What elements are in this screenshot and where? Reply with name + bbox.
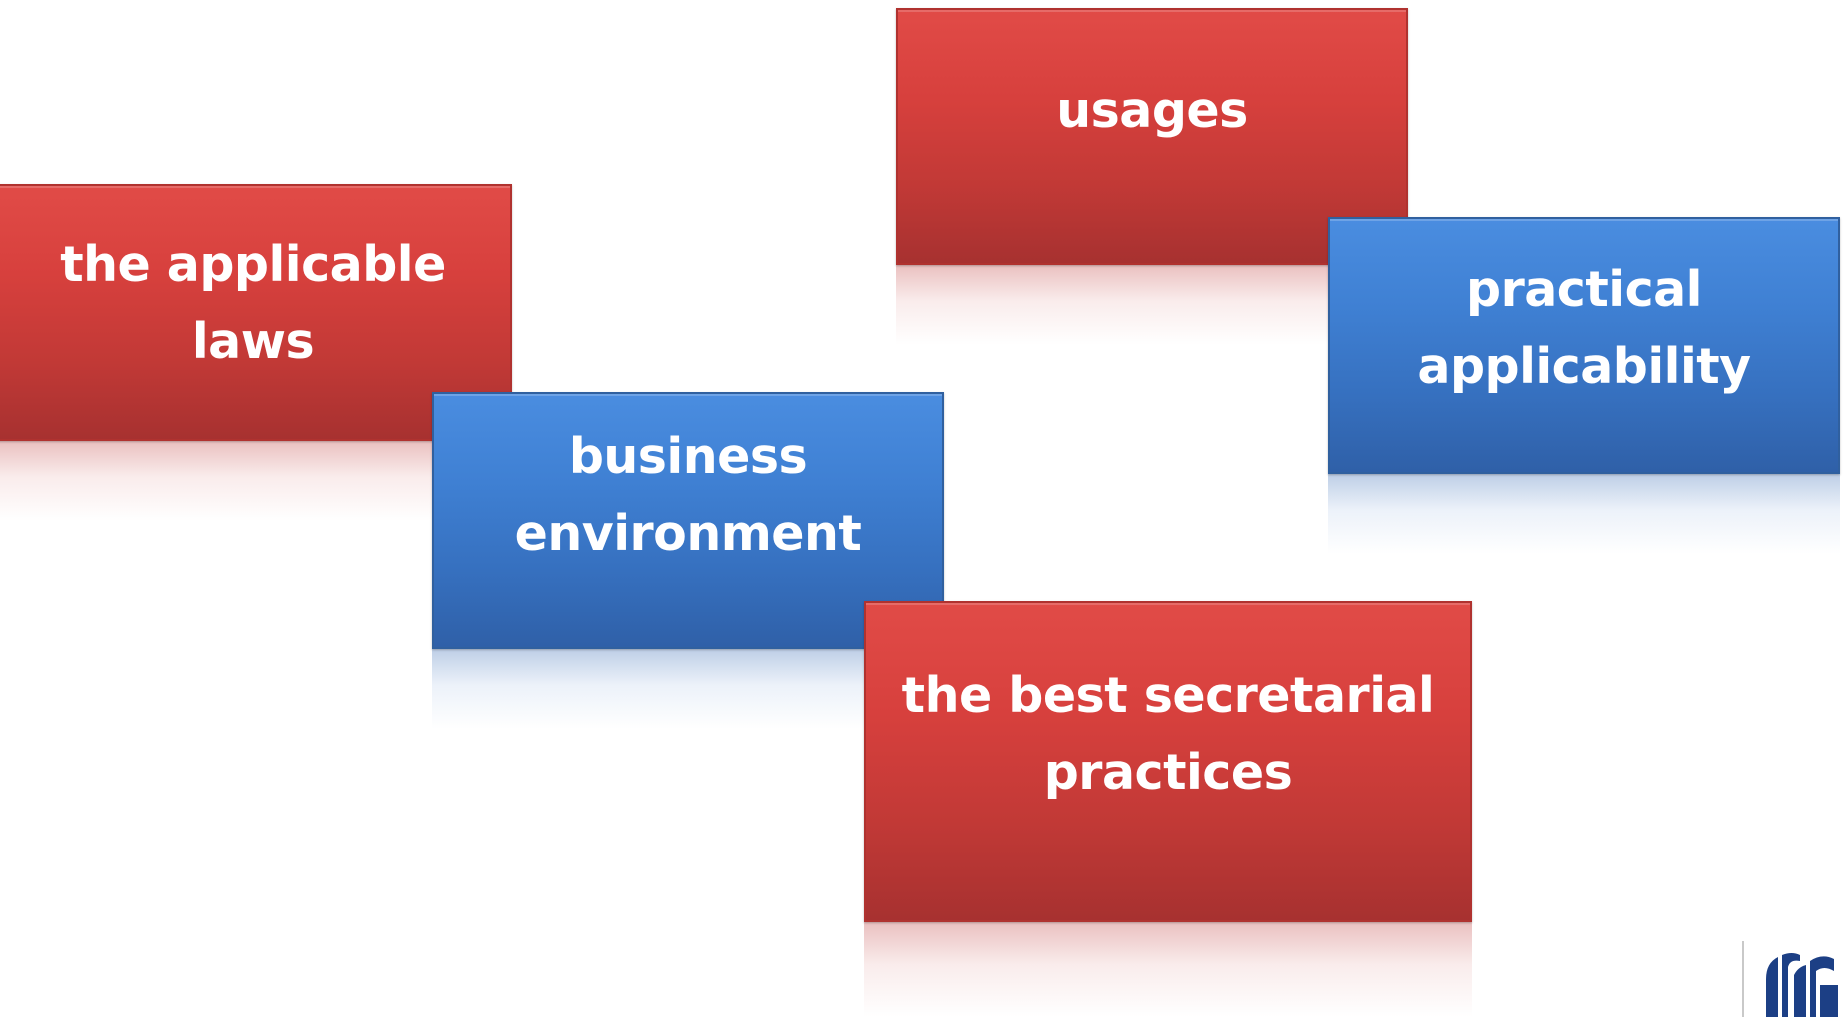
best-secretarial-practices-box: the best secretarial practices <box>864 601 1472 922</box>
usages-box: usages <box>896 8 1408 265</box>
practical-applicability-label: practical applicability <box>1417 261 1751 395</box>
best-secretarial-practices-label: the best secretarial practices <box>901 667 1435 801</box>
applicable-laws-box: the applicable laws <box>0 184 512 441</box>
business-environment-label: business environment <box>514 428 862 562</box>
best-secretarial-practices-box-reflection <box>864 922 1472 1017</box>
practical-applicability-box: practical applicability <box>1328 217 1840 474</box>
usages-label: usages <box>1056 82 1248 139</box>
practical-applicability-box-reflection <box>1328 474 1840 554</box>
business-environment-box: business environment <box>432 392 944 649</box>
institute-logo-icon <box>1742 941 1847 1017</box>
applicable-laws-label: the applicable laws <box>60 236 446 370</box>
